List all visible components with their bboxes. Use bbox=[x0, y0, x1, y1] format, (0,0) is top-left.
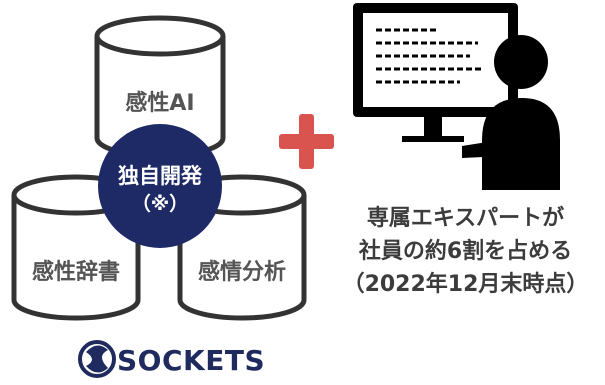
original-development-badge: 独自開発 （※） bbox=[98, 124, 222, 248]
cylinder-label-left: 感性辞書 bbox=[32, 259, 120, 285]
cylinder-label-right: 感情分析 bbox=[198, 259, 286, 285]
cylinder-label-top: 感性AI bbox=[125, 90, 194, 116]
logo-wordmark: SOCKETS bbox=[117, 344, 265, 377]
expert-caption: 専属エキスパートが 社員の約6割を占める （2022年12月末時点） bbox=[326, 202, 605, 301]
caption-line-1: 専属エキスパートが bbox=[366, 206, 565, 231]
caption-line-3: （2022年12月末時点） bbox=[342, 272, 589, 297]
person-computer-icon bbox=[353, 3, 560, 190]
sockets-logo-icon bbox=[78, 340, 116, 378]
plus-icon bbox=[279, 114, 334, 169]
badge-line-2: （※） bbox=[132, 192, 188, 215]
caption-line-2: 社員の約6割を占める bbox=[358, 239, 573, 264]
badge-line-1: 独自開発 bbox=[118, 164, 203, 188]
sockets-logo: SOCKETS bbox=[78, 340, 265, 378]
